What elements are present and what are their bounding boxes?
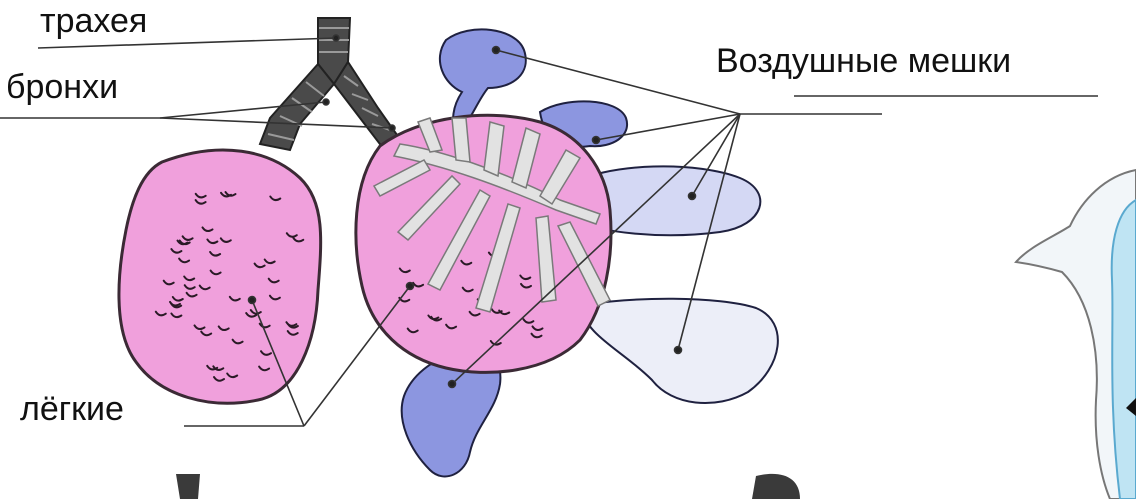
side-bird-figure <box>1016 170 1136 499</box>
label-lungs: лёгкие <box>20 392 124 426</box>
label-air-sacs: Воздушные мешки <box>716 44 1011 78</box>
label-trachea: трахея <box>40 4 147 38</box>
left-lung <box>119 150 321 403</box>
label-bronchi: бронхи <box>6 70 118 104</box>
lower-right-fragment <box>752 474 800 499</box>
right-lung <box>356 115 611 372</box>
lower-left-fragment <box>176 474 200 499</box>
